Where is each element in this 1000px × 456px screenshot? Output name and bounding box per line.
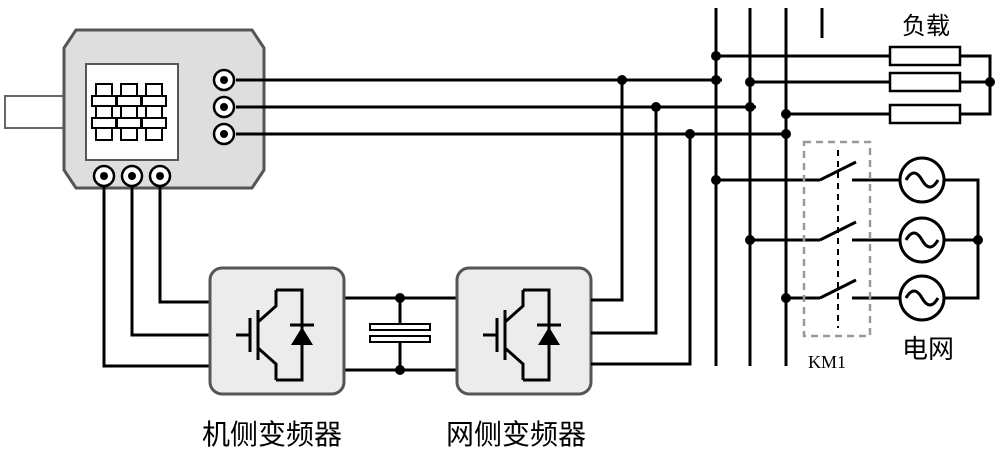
km1-box [802, 140, 872, 338]
stator-wires [236, 78, 790, 136]
diode-icon [537, 323, 561, 345]
rotor-terminals [92, 164, 172, 188]
ac-source-icon [898, 274, 946, 322]
grid-connection: KM1 电网 [711, 140, 983, 372]
winding-coil-icon [91, 83, 167, 141]
rotor-wires [102, 186, 210, 368]
grid-label: 电网 [902, 335, 954, 365]
load: 负载 [711, 12, 995, 125]
machine-converter-label: 机侧变频器 [202, 418, 342, 451]
grid-converter-wires [591, 75, 695, 366]
igbt-icon [483, 288, 551, 382]
ac-source-icon [898, 216, 946, 264]
km1-label: KM1 [808, 352, 846, 372]
machine-side-converter [208, 266, 346, 396]
dc-link [344, 293, 460, 375]
generator [4, 28, 266, 190]
bus-junctions [711, 75, 791, 139]
grid-side-converter [455, 266, 593, 396]
generator-shaft [4, 95, 66, 129]
vertical-bus [714, 8, 824, 366]
resistor-icon [888, 45, 962, 125]
capacitor-icon [369, 323, 431, 343]
ac-source-icon [898, 156, 946, 204]
load-label: 负载 [902, 12, 950, 40]
grid-converter-label: 网侧变频器 [446, 418, 586, 451]
diode-icon [290, 323, 314, 345]
stator-terminals [212, 68, 236, 146]
